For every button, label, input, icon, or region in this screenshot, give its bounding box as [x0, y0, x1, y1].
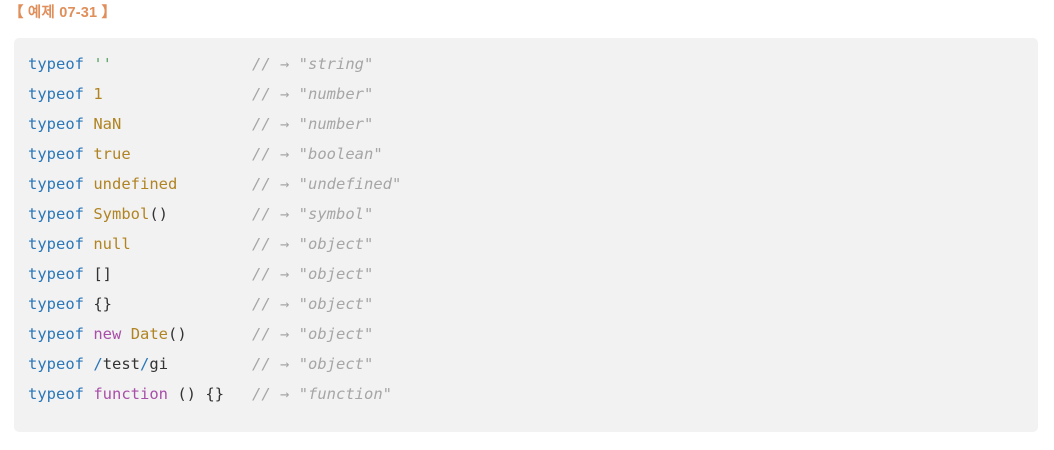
code-token: Date	[130, 325, 169, 343]
code-token	[84, 85, 93, 103]
code-token	[84, 355, 93, 373]
code-gap	[224, 385, 252, 403]
code-token: ''	[93, 55, 113, 73]
code-line: typeof '' // → "string"	[14, 49, 1038, 79]
code-token: ()	[168, 325, 187, 343]
code-line: typeof {} // → "object"	[14, 289, 1038, 319]
code-token	[84, 205, 93, 223]
code-token: []	[93, 265, 113, 283]
code-comment: // → "number"	[252, 115, 374, 133]
code-comment: // → "number"	[252, 85, 374, 103]
code-comment: // → "object"	[252, 295, 374, 313]
code-token: typeof	[28, 85, 84, 103]
code-token: NaN	[93, 115, 122, 133]
code-comment: // → "string"	[252, 55, 374, 73]
code-token: function	[93, 385, 168, 403]
code-token	[84, 55, 93, 73]
code-token: typeof	[28, 175, 84, 193]
code-token: typeof	[28, 295, 84, 313]
code-token: 1	[93, 85, 103, 103]
code-token	[84, 325, 93, 343]
code-token: /	[93, 355, 103, 373]
code-token: test	[102, 355, 141, 373]
code-line: typeof Symbol() // → "symbol"	[14, 199, 1038, 229]
code-comment: // → "object"	[252, 235, 374, 253]
code-gap	[131, 235, 252, 253]
code-gap	[131, 145, 252, 163]
code-comment: // → "function"	[252, 385, 393, 403]
code-token: ()	[177, 385, 197, 403]
code-token: {}	[93, 295, 113, 313]
code-gap	[103, 85, 252, 103]
code-line: typeof undefined // → "undefined"	[14, 169, 1038, 199]
code-line: typeof [] // → "object"	[14, 259, 1038, 289]
code-gap	[177, 175, 252, 193]
code-token	[84, 265, 93, 283]
code-lines-container: typeof '' // → "string"typeof 1 // → "nu…	[14, 49, 1038, 409]
code-token: null	[93, 235, 131, 253]
code-token: new	[93, 325, 122, 343]
code-token: typeof	[28, 325, 84, 343]
code-comment: // → "undefined"	[252, 175, 402, 193]
code-block: typeof '' // → "string"typeof 1 // → "nu…	[14, 38, 1038, 432]
code-token: true	[93, 145, 131, 163]
code-token	[84, 145, 93, 163]
code-gap	[168, 205, 252, 223]
code-token: typeof	[28, 355, 84, 373]
code-gap	[168, 355, 252, 373]
code-token	[84, 175, 93, 193]
code-comment: // → "boolean"	[252, 145, 383, 163]
code-token: typeof	[28, 235, 84, 253]
code-comment: // → "object"	[252, 355, 374, 373]
code-token: undefined	[93, 175, 178, 193]
code-gap	[187, 325, 252, 343]
code-line: typeof null // → "object"	[14, 229, 1038, 259]
code-line: typeof true // → "boolean"	[14, 139, 1038, 169]
code-comment: // → "object"	[252, 265, 374, 283]
code-token: /	[140, 355, 150, 373]
code-token	[84, 385, 93, 403]
code-line: typeof /test/gi // → "object"	[14, 349, 1038, 379]
code-token: typeof	[28, 265, 84, 283]
code-line: typeof new Date() // → "object"	[14, 319, 1038, 349]
code-token: gi	[149, 355, 169, 373]
code-line: typeof 1 // → "number"	[14, 79, 1038, 109]
code-gap	[121, 115, 252, 133]
code-token	[84, 115, 93, 133]
code-token	[196, 385, 205, 403]
code-token: typeof	[28, 55, 84, 73]
code-token: typeof	[28, 115, 84, 133]
code-line: typeof function () {} // → "function"	[14, 379, 1038, 409]
code-line: typeof NaN // → "number"	[14, 109, 1038, 139]
code-token: typeof	[28, 145, 84, 163]
code-token	[121, 325, 130, 343]
code-gap	[112, 295, 252, 313]
code-comment: // → "object"	[252, 325, 374, 343]
code-gap	[112, 55, 252, 73]
code-token: typeof	[28, 205, 84, 223]
code-token: typeof	[28, 385, 84, 403]
example-title: 【 예제 07-31 】	[9, 5, 117, 21]
code-token: Symbol	[93, 205, 150, 223]
code-token	[168, 385, 177, 403]
code-token	[84, 235, 93, 253]
code-comment: // → "symbol"	[252, 205, 374, 223]
code-gap	[112, 265, 252, 283]
code-token: ()	[149, 205, 169, 223]
code-token: {}	[205, 385, 225, 403]
code-token	[84, 295, 93, 313]
